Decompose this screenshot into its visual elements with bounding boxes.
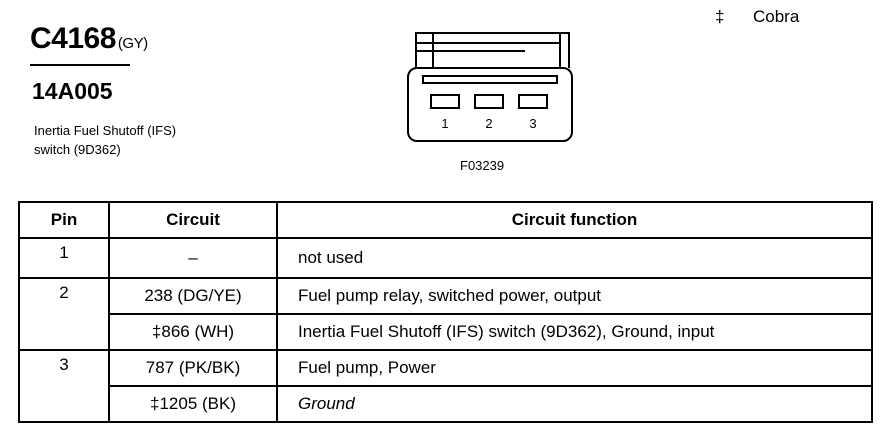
terminal-1	[430, 94, 460, 109]
connector-id-text: C4168	[30, 22, 116, 55]
header-pin: Pin	[18, 201, 110, 239]
connector-color: (GY)	[117, 35, 148, 52]
terminal-2	[474, 94, 504, 109]
table-row: 2 238 (DG/YE) Fuel pump relay, switched …	[18, 277, 873, 351]
component-description: Inertia Fuel Shutoff (IFS) switch (9D362…	[34, 121, 176, 159]
connector-diagram: 1 2 3	[407, 32, 573, 142]
legend-symbol: ‡	[715, 7, 725, 26]
terminal-3	[518, 94, 548, 109]
circuit-cell: 787 (PK/BK)	[108, 349, 278, 387]
circuit-cell: 238 (DG/YE)	[108, 277, 278, 315]
header-circuit: Circuit	[108, 201, 278, 239]
pinout-table: Pin Circuit Circuit function 1 – not use…	[18, 201, 873, 423]
legend: ‡ Cobra	[715, 7, 799, 27]
terminal-label-2: 2	[485, 116, 492, 131]
circuit-cell: ‡866 (WH)	[108, 313, 278, 351]
table-row: ‡1205 (BK) Ground	[19, 385, 873, 423]
function-cell: Inertia Fuel Shutoff (IFS) switch (9D362…	[276, 313, 873, 351]
description-line-2: switch (9D362)	[34, 142, 121, 157]
connector-body	[407, 67, 573, 142]
table-row: ‡866 (WH) Inertia Fuel Shutoff (IFS) swi…	[19, 313, 873, 351]
table-header-row: Pin Circuit Circuit function	[18, 201, 873, 239]
legend-label: Cobra	[753, 7, 800, 26]
pin-cell: 1	[18, 237, 110, 279]
function-cell: Fuel pump, Power	[276, 349, 873, 387]
table-row: 1 – not used	[18, 237, 873, 279]
pin-cell: 3	[18, 349, 110, 423]
circuit-cell: ‡1205 (BK)	[108, 385, 278, 423]
circuit-cell: –	[108, 237, 278, 279]
description-line-1: Inertia Fuel Shutoff (IFS)	[34, 123, 177, 138]
figure-id: F03239	[460, 158, 505, 173]
pin-cell: 2	[18, 277, 110, 351]
function-cell: Fuel pump relay, switched power, output	[276, 277, 873, 315]
terminal-label-3: 3	[529, 116, 536, 131]
function-cell: Ground	[276, 385, 873, 423]
table-row: 3 787 (PK/BK) Fuel pump, Power	[18, 349, 873, 423]
title-rule	[30, 64, 130, 66]
part-number: 14A005	[32, 78, 113, 104]
function-cell: not used	[276, 237, 873, 279]
header-circuit-function: Circuit function	[276, 201, 873, 239]
terminal-label-1: 1	[441, 116, 448, 131]
connector-id: C4168(GY)	[30, 22, 148, 56]
connector-rail	[422, 75, 558, 84]
